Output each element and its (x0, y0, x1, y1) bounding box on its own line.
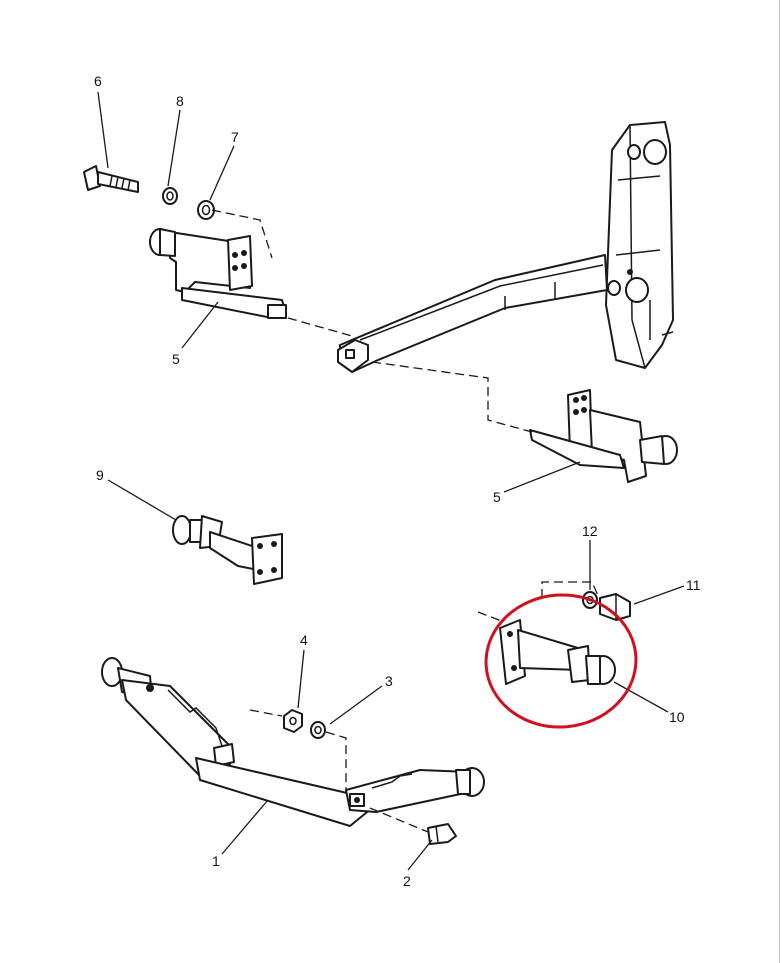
pin-item-10 (499, 619, 616, 685)
highlight-circle (484, 593, 638, 729)
callout-1: 1 (212, 853, 220, 869)
main-frame (337, 121, 674, 373)
washer-item-3 (310, 721, 326, 739)
callout-5-upper: 5 (172, 351, 180, 367)
page-edge-line (779, 0, 780, 963)
pin-bracket-upper-left (149, 228, 287, 319)
callout-6: 6 (94, 73, 102, 89)
callout-7: 7 (231, 129, 239, 145)
bolt-item-6 (83, 165, 139, 193)
callout-5-lower: 5 (493, 489, 501, 505)
bolt-item-2 (427, 823, 457, 845)
lock-washer-item-8 (162, 187, 178, 205)
crossbar-item-1 (101, 657, 485, 827)
callout-9: 9 (96, 467, 104, 483)
pin-bracket-lower-right (529, 389, 678, 483)
callout-4: 4 (300, 632, 308, 648)
callout-12: 12 (582, 523, 598, 539)
assembly-lines (211, 209, 601, 833)
washer-item-7 (197, 200, 215, 220)
nut-item-4 (283, 709, 303, 733)
callout-8: 8 (176, 93, 184, 109)
callout-11: 11 (686, 577, 701, 593)
callout-10: 10 (669, 709, 685, 725)
callout-2: 2 (403, 873, 411, 889)
callout-numbers: 6 8 7 5 5 9 12 11 10 4 3 1 2 (94, 73, 701, 889)
pin-with-flange-plate (172, 515, 283, 585)
leader-lines (97, 91, 685, 871)
callout-3: 3 (385, 673, 393, 689)
